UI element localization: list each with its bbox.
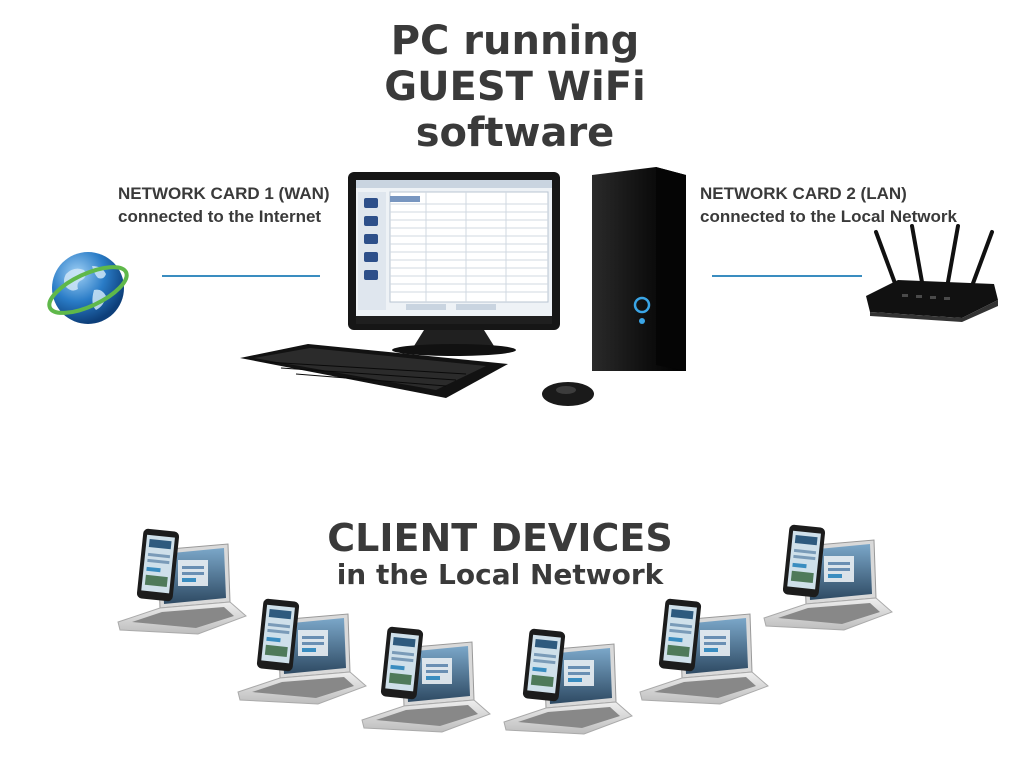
keyboard-icon — [240, 344, 508, 398]
client-devices-subtitle: in the Local Network — [336, 558, 664, 591]
title-line-1: PC running — [390, 18, 640, 64]
lan-label-line-1: NETWORK CARD 2 (LAN) — [700, 184, 907, 203]
client-device-3 — [361, 625, 491, 733]
router-icon — [866, 224, 998, 322]
wan-connector-line — [162, 275, 320, 277]
client-devices-title: CLIENT DEVICES — [327, 516, 673, 560]
client-device-1 — [117, 527, 247, 635]
title-line-3: software — [415, 110, 615, 156]
page-title: PC running GUEST WiFi software — [340, 18, 690, 156]
client-device-2 — [237, 597, 367, 705]
lan-connector-line — [712, 275, 862, 277]
tower-pc-icon — [592, 167, 686, 371]
lan-label-line-2: connected to the Local Network — [700, 207, 957, 226]
client-device-4 — [503, 627, 633, 735]
mouse-icon — [542, 382, 594, 406]
client-device-5 — [639, 597, 769, 705]
client-device-6 — [763, 523, 893, 631]
wan-label-line-2: connected to the Internet — [118, 207, 322, 226]
wan-label: NETWORK CARD 1 (WAN) connected to the In… — [118, 182, 358, 228]
globe-icon — [47, 252, 129, 324]
wan-label-line-1: NETWORK CARD 1 (WAN) — [118, 184, 330, 203]
title-line-2: GUEST WiFi — [384, 64, 646, 110]
lan-label: NETWORK CARD 2 (LAN) connected to the Lo… — [700, 182, 990, 228]
monitor-icon — [348, 172, 560, 356]
